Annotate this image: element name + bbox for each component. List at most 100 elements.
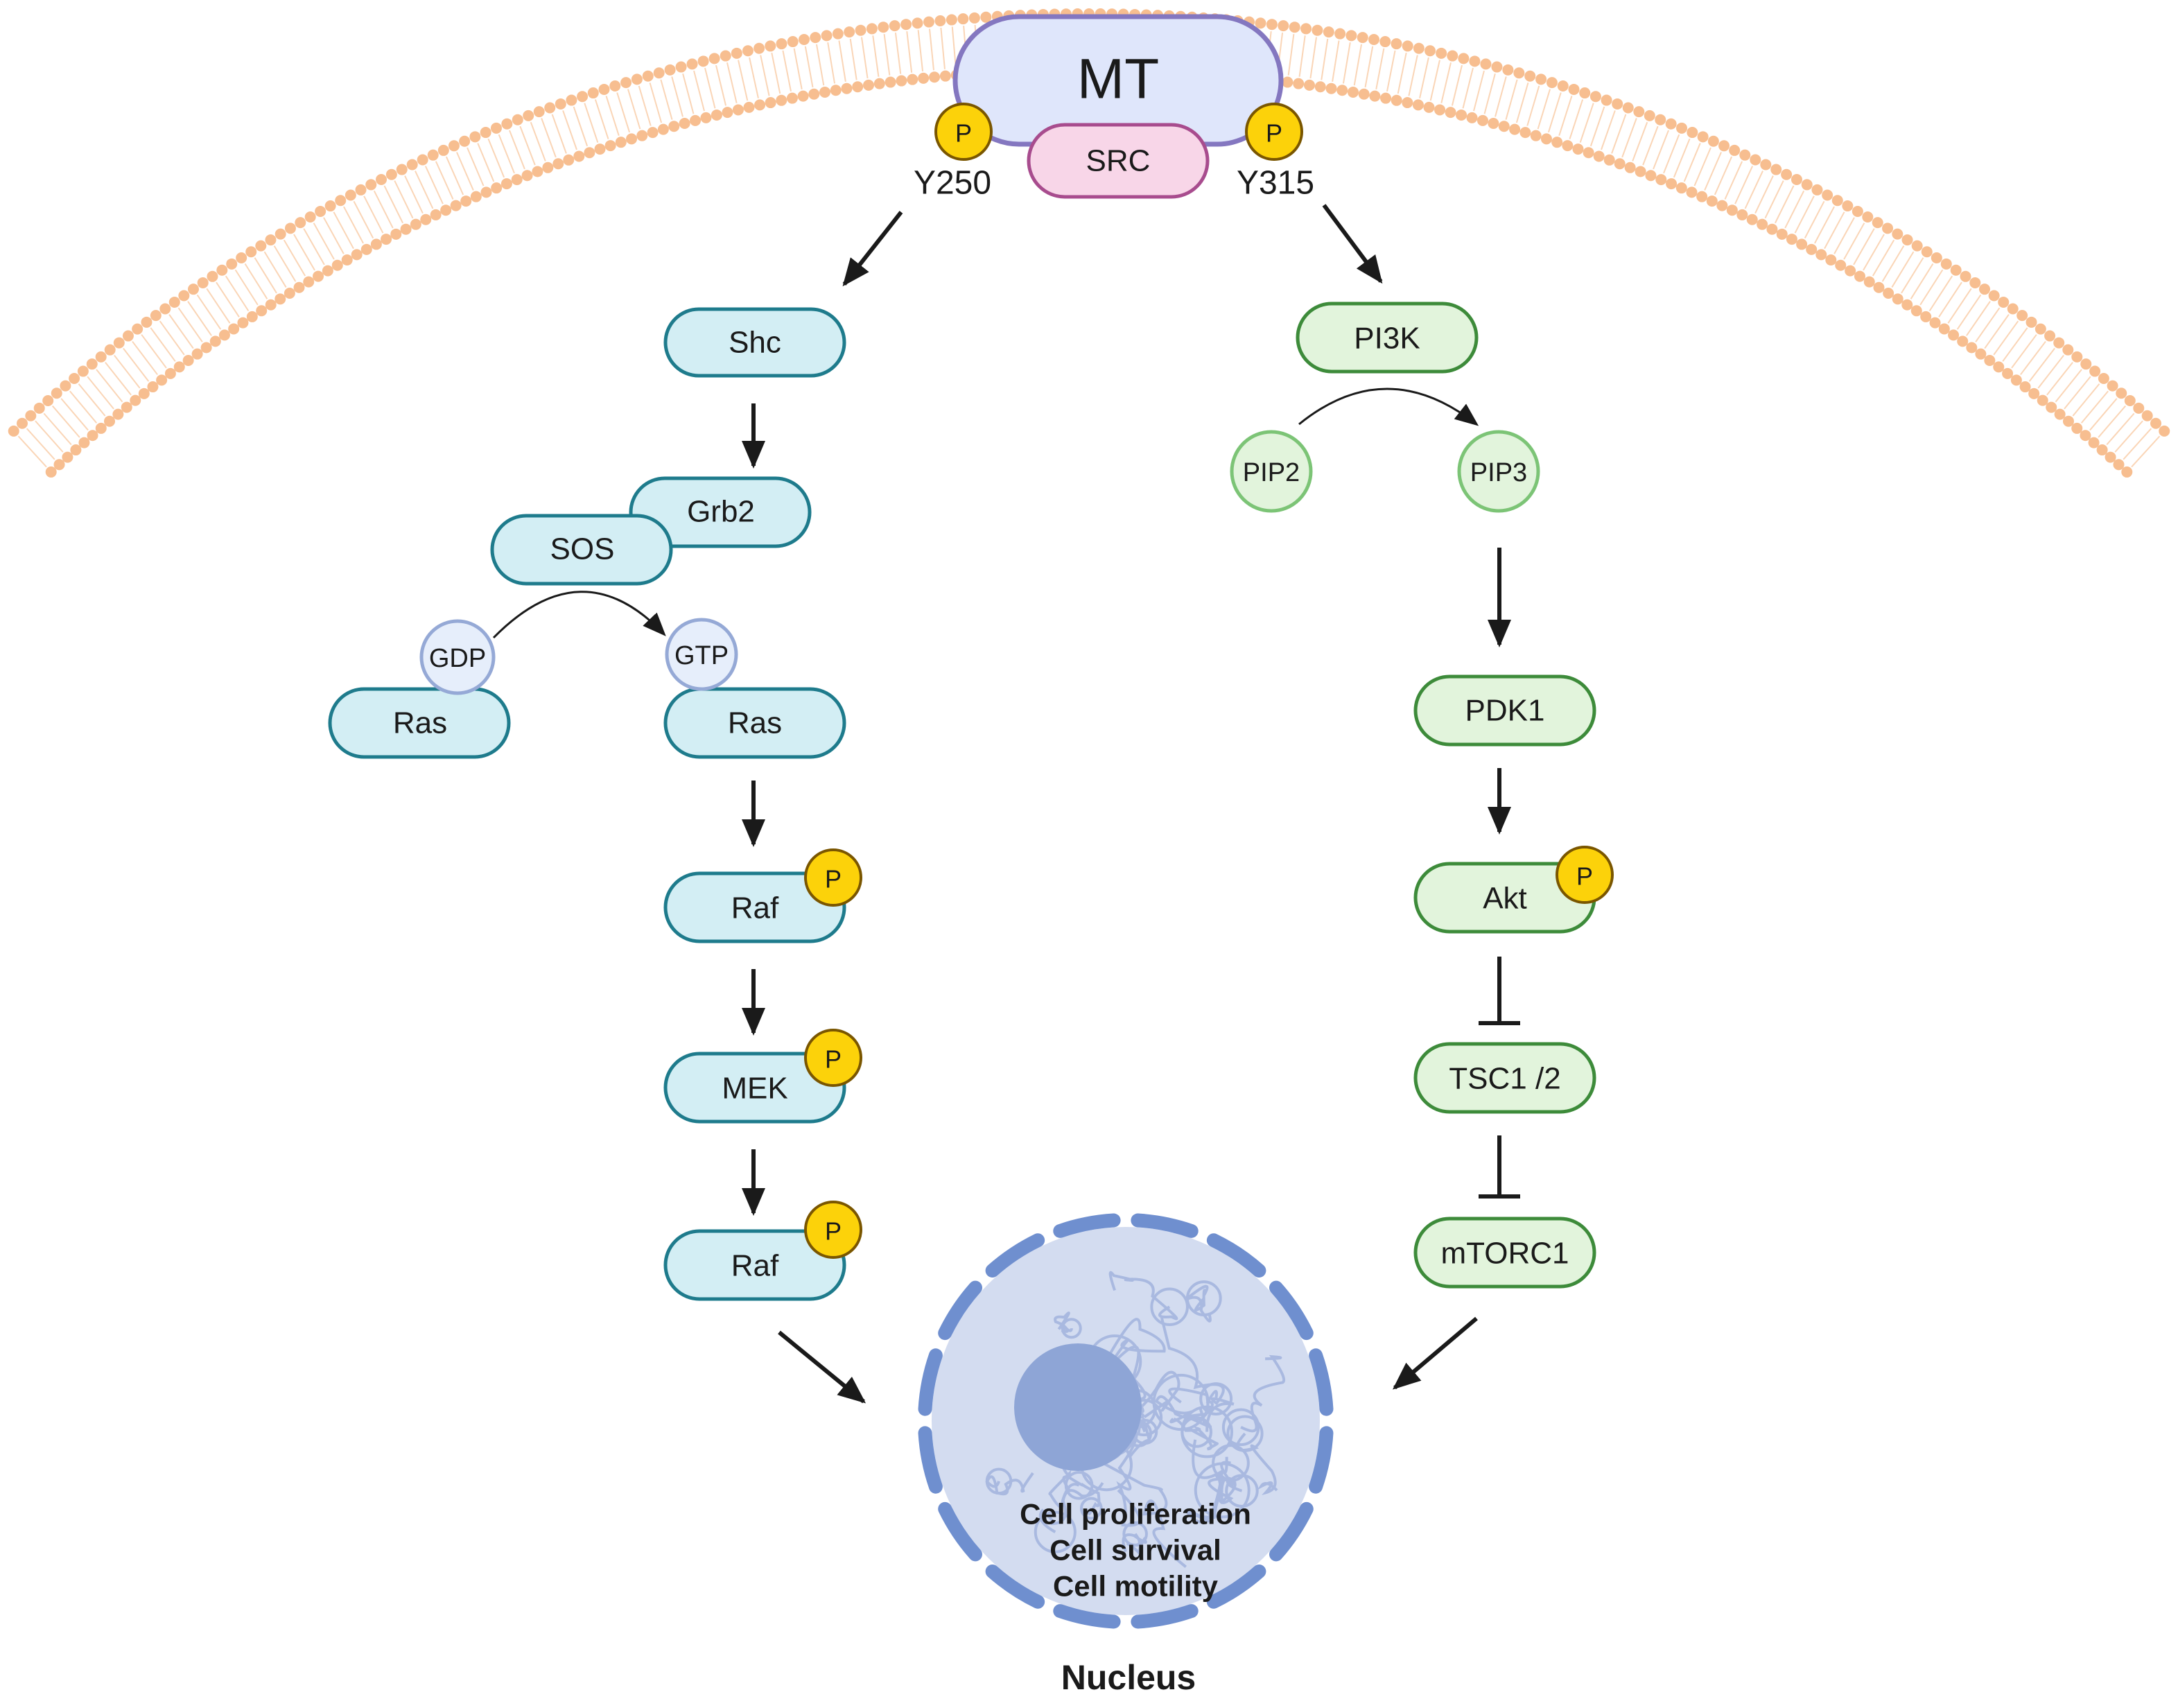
lipid-head [2007,303,2019,315]
lipid-tail [541,118,557,158]
lipid-tail [1919,269,1944,306]
lipid-head [1289,21,1300,33]
phospho-badge-y315: P [1245,103,1303,161]
lipid-head [427,149,439,161]
envelope-segment [985,1564,1045,1609]
lipid-head [313,270,324,282]
tsc-label: TSC1 /2 [1449,1062,1560,1096]
lipid-tail [1342,42,1351,84]
lipid-head [138,387,150,399]
lipid-tail [715,64,727,106]
lipid-tail [562,110,577,150]
lipid-head [1873,281,1885,293]
lipid-tail [849,38,857,80]
lipid-head [668,121,680,132]
lipid-head [1852,205,1863,217]
envelope-segment [938,1501,983,1562]
lipid-tail [573,106,589,147]
lipid-head [1969,277,1981,288]
lipid-tail [894,32,902,74]
raf-bottom-label: Raf [731,1249,779,1283]
lipid-head [1425,45,1436,57]
chromatin-strand [1185,1284,1212,1323]
lipid-tail [1901,257,1924,294]
lipid-tail [424,166,444,204]
lipid-head [1911,240,1923,252]
lipid-head [1739,149,1751,161]
lipid-head [469,131,481,143]
lipid-head [1391,38,1402,50]
grb2-label: Grb2 [687,495,755,529]
raf-node [663,871,846,943]
lipid-head [1633,106,1645,118]
lipid-tail [2089,398,2118,431]
lipid-head [1447,50,1458,62]
gtp-node [665,618,738,691]
lipid-head [345,189,356,201]
shc-label: Shc [729,326,781,360]
lipid-head [420,214,432,225]
lipid-head [1579,87,1591,99]
lipid-tail [1956,294,1982,330]
lipid-head [1334,28,1346,40]
lipid-head [563,154,575,166]
lipid-tail [206,288,231,324]
svg-text:P: P [825,1045,842,1074]
lipid-head [1882,223,1894,234]
mtorc1-node [1413,1217,1596,1289]
lipid-tail [1440,62,1452,103]
lipid-head [2025,316,2037,328]
src-node [1027,123,1210,199]
lipid-tail [605,96,620,136]
lipid-head [1757,218,1768,230]
lipid-head [360,243,372,255]
lipid-head [1348,86,1359,98]
lipid-tail [509,130,525,170]
lipid-head [460,195,472,207]
lipid-head [743,101,755,113]
lipid-head [885,76,896,88]
lipid-tail [616,92,631,133]
lipid-head [130,394,141,406]
lipid-head [819,86,830,98]
arrow-gdp-gtp [492,591,666,639]
lipid-head [533,106,545,118]
lipid-head [1666,178,1678,190]
lipid-tail [1928,275,1953,312]
lipid-head [1718,140,1730,152]
lipid-head [1423,101,1435,113]
nucleus: Cell proliferation Cell survival Cell mo… [918,1213,1334,1697]
lipid-head [295,217,306,229]
lipid-head [365,179,377,191]
lipid-tail [51,405,80,438]
lipid-tail [793,48,803,90]
lipid-tail [594,99,609,139]
lipid-head [335,195,347,207]
lipid-head [1466,112,1478,123]
lipid-head [410,218,421,230]
lipid-tail [435,161,454,200]
lipid-head [753,42,765,54]
lipid-tail [815,44,825,86]
lipid-tail [1364,46,1374,88]
lipid-head [1796,238,1808,250]
lipid-head [2089,365,2101,377]
chromatin-loop [1194,1462,1251,1519]
lipid-head [1519,127,1531,139]
lipid-tail [96,369,123,403]
lipid-tail [1589,106,1605,147]
lipid-head [265,299,277,311]
lipid-head [191,348,203,360]
lipid-tail [760,55,770,96]
lipid-head [1480,58,1492,70]
chromatin-loop [1034,1510,1077,1553]
lipid-head [1806,243,1818,255]
lipid-head [647,127,659,139]
lipid-head [1687,127,1698,139]
chromatin-strand [1108,1271,1178,1321]
arrow-pip2-pip3 [1298,387,1479,426]
pip2-label: PIP2 [1243,458,1300,487]
lipid-head [1910,305,1922,317]
lipid-tail [1663,134,1680,174]
lipid-head [168,296,180,308]
